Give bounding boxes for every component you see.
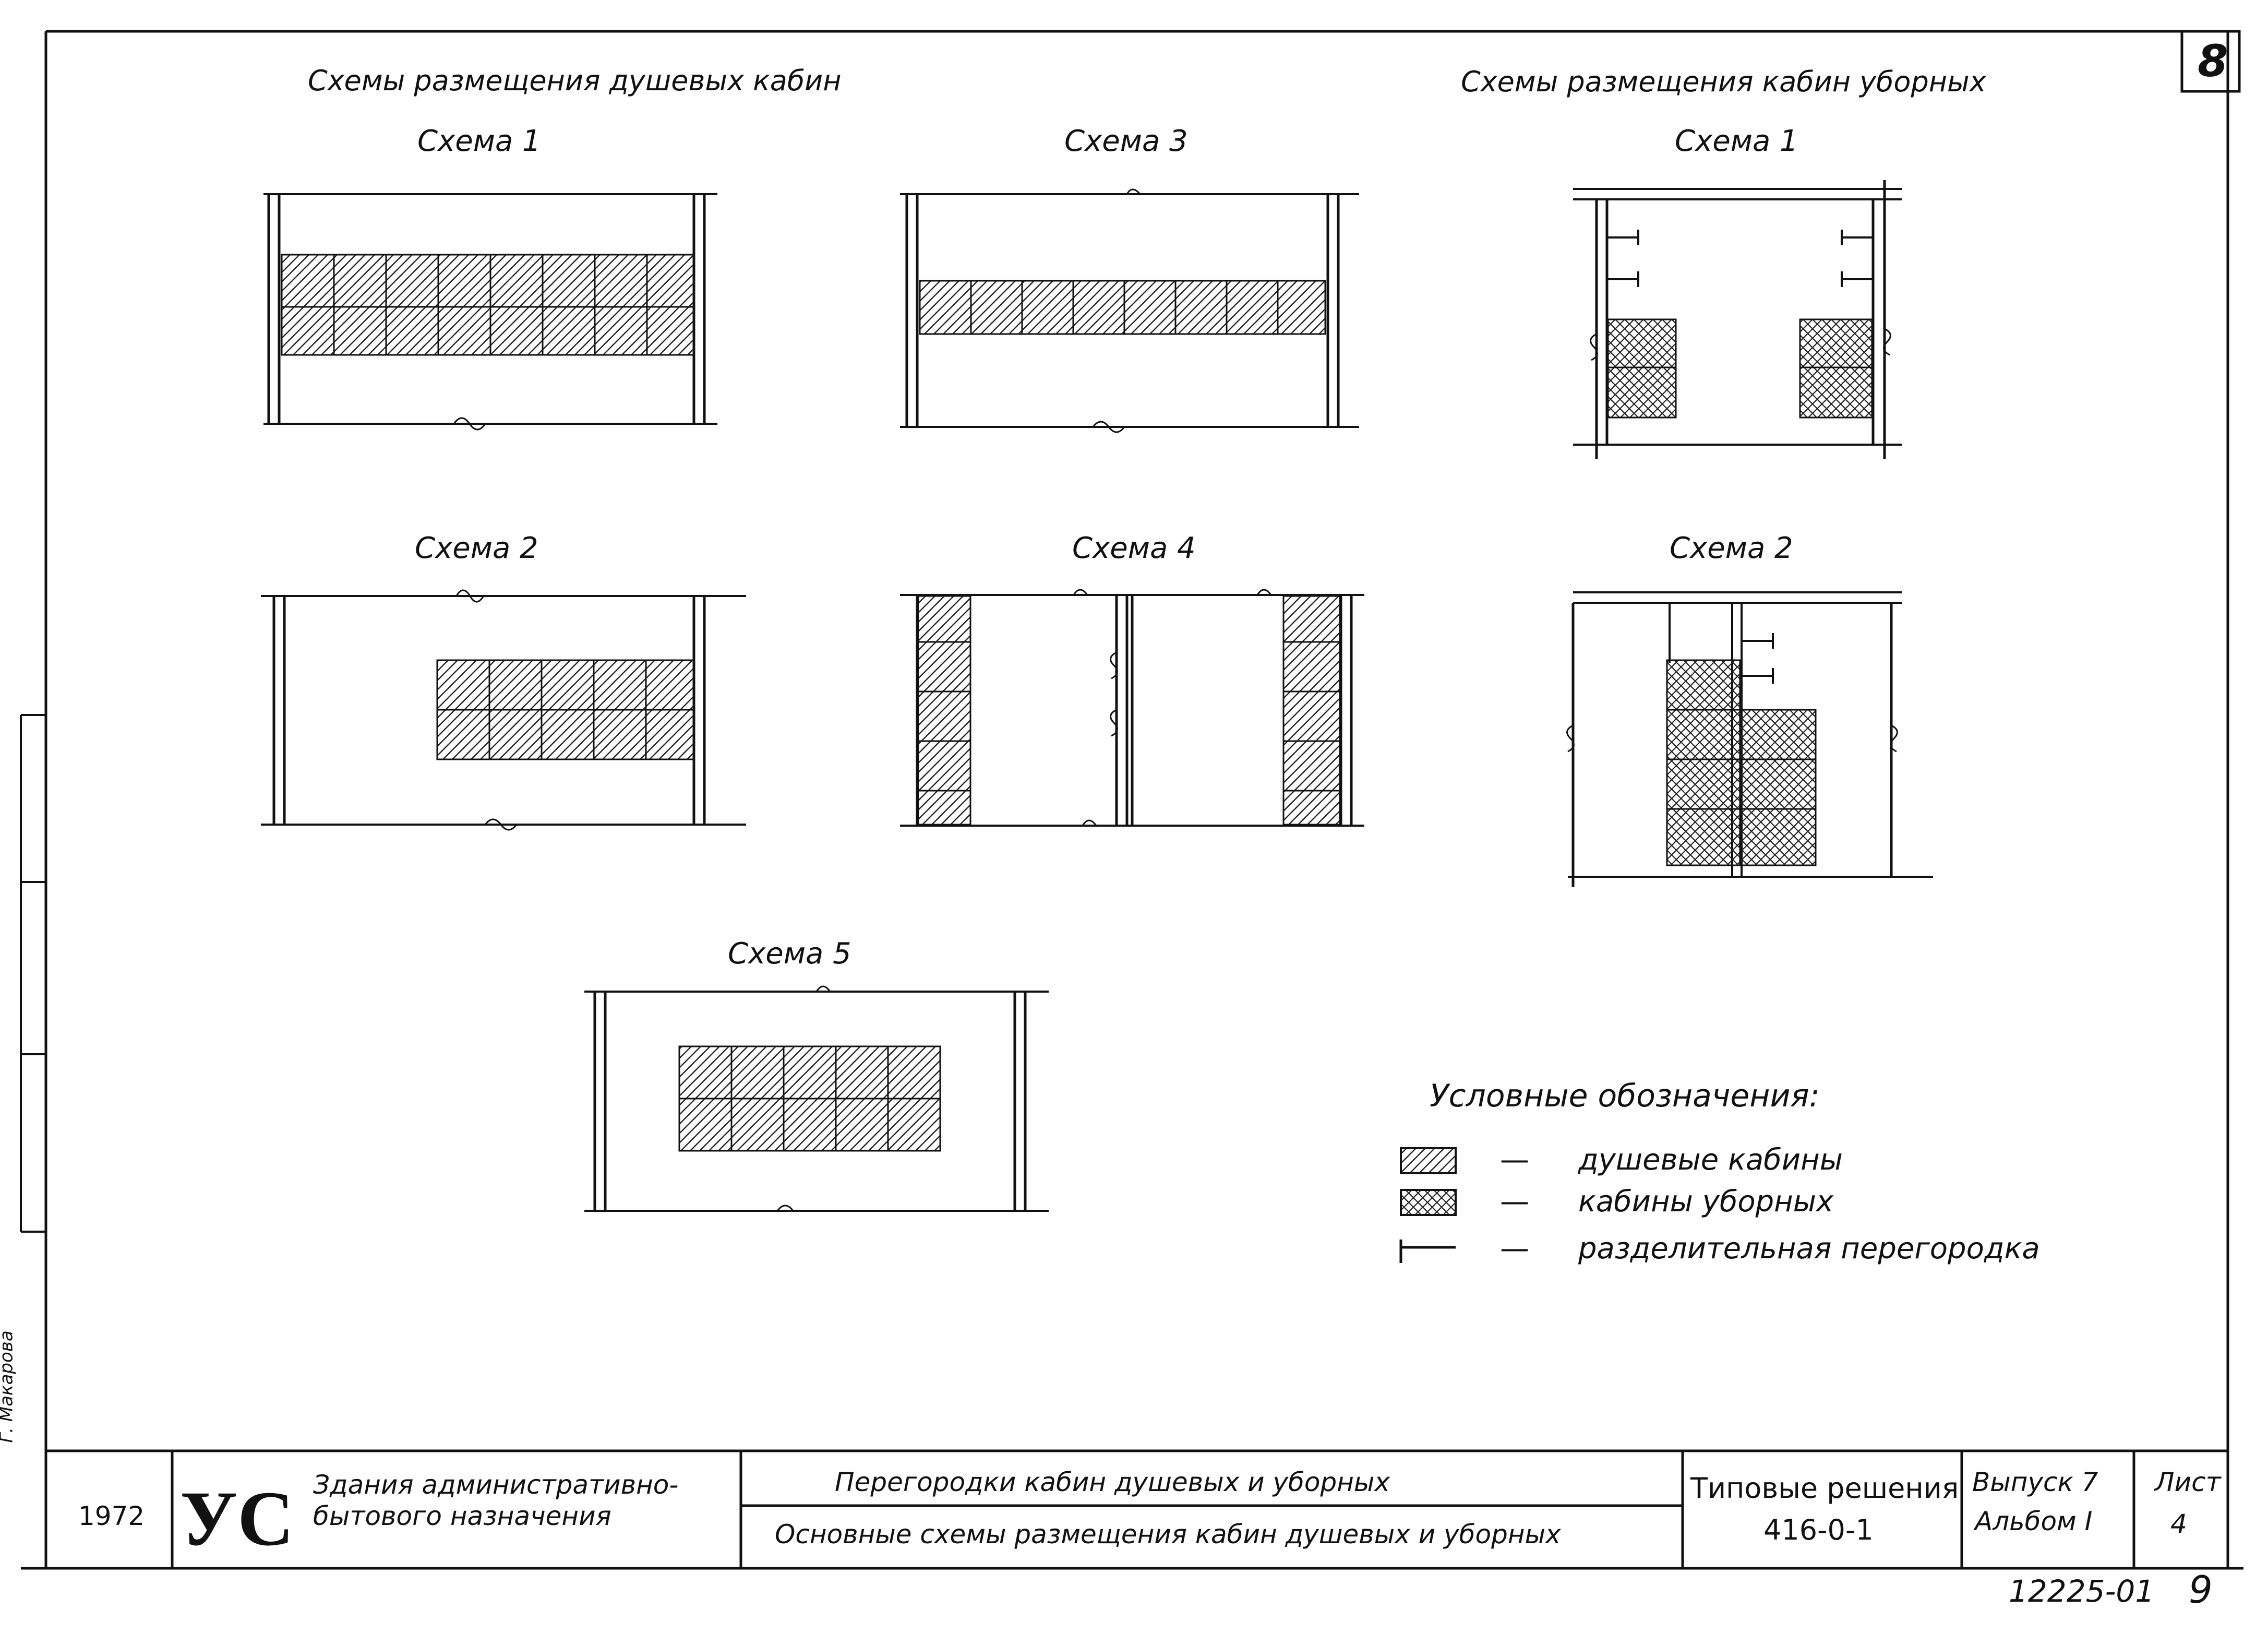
- partition-marks: [1742, 633, 1774, 684]
- toilet-scheme-2-label: Схема 2: [1670, 531, 1793, 565]
- shower-scheme-3: [900, 188, 1359, 433]
- toilet-scheme-1-label: Схема 1: [1675, 124, 1798, 158]
- partition-marks: [1607, 230, 1873, 287]
- shower-scheme-2: [261, 589, 746, 831]
- shower-cabins: [917, 595, 1341, 826]
- logo-text: УС: [180, 1475, 294, 1562]
- toilet-scheme-2: [1566, 591, 1933, 887]
- side-stamp: Г. Макарова: [0, 1330, 17, 1443]
- toilet-cabins: [1666, 659, 1817, 866]
- shower-scheme-3-label: Схема 3: [1064, 124, 1188, 158]
- footer-page: 9: [2189, 1568, 2213, 1612]
- shower-cabins: [919, 280, 1326, 335]
- toilet-scheme-1: [1573, 180, 1902, 459]
- legend-dash-3: —: [1500, 1232, 1529, 1266]
- legend-symbols: [1399, 1147, 1457, 1263]
- footer-code: 12225-01: [2009, 1574, 2155, 1609]
- legend-shower-swatch: [1400, 1147, 1457, 1174]
- logo-mark: УС: [180, 1475, 294, 1562]
- sheet-mark-box: [2180, 30, 2241, 93]
- shower-scheme-1-label: Схема 1: [417, 124, 541, 158]
- title-block: [44, 1449, 2229, 1570]
- shower-scheme-1: [263, 193, 717, 431]
- subject-line-2: Основные схемы размещения кабин душевых …: [775, 1519, 1561, 1549]
- legend-toilet-swatch: [1400, 1189, 1457, 1216]
- subject-line-1: Перегородки кабин душевых и уборных: [835, 1467, 1390, 1497]
- issue-number: Выпуск 7: [1972, 1467, 2098, 1497]
- album-number: Альбом I: [1975, 1506, 2093, 1536]
- shower-cabins: [678, 1045, 941, 1152]
- legend-title: Условные обозначения:: [1430, 1078, 1820, 1114]
- series-number: 416-0-1: [1763, 1513, 1874, 1546]
- shower-scheme-4: [900, 589, 1364, 827]
- left-section-title: Схемы размещения душевых кабин: [308, 64, 842, 97]
- legend-label-toilet: кабины уборных: [1578, 1185, 1834, 1219]
- shower-cabins: [281, 254, 695, 356]
- legend-label-partition: разделительная перегородка: [1578, 1232, 2040, 1266]
- legend-partition-symbol: [1399, 1239, 1456, 1263]
- sheet-mark: 8: [2198, 35, 2228, 87]
- sheet-number: 4: [2170, 1509, 2187, 1539]
- legend-dash-2: —: [1500, 1185, 1529, 1219]
- series-title: Типовые решения: [1690, 1472, 1959, 1505]
- shower-scheme-2-label: Схема 2: [415, 531, 538, 565]
- shower-cabins: [436, 659, 695, 760]
- title-block-year: 1972: [78, 1501, 145, 1531]
- side-stamp-boxes: [20, 714, 46, 1233]
- legend-label-shower: душевые кабины: [1578, 1143, 1843, 1177]
- legend-dash-1: —: [1500, 1143, 1529, 1177]
- right-section-title: Схемы размещения кабин уборных: [1461, 65, 1986, 98]
- sheet-label: Лист: [2155, 1467, 2221, 1497]
- shower-scheme-4-label: Схема 4: [1072, 531, 1196, 565]
- building-type-line-2: бытового назначения: [313, 1501, 611, 1531]
- building-type-line-1: Здания административно-: [313, 1470, 679, 1500]
- toilet-cabins: [1607, 318, 1873, 419]
- shower-scheme-5-label: Схема 5: [728, 937, 851, 971]
- shower-scheme-5: [584, 985, 1049, 1212]
